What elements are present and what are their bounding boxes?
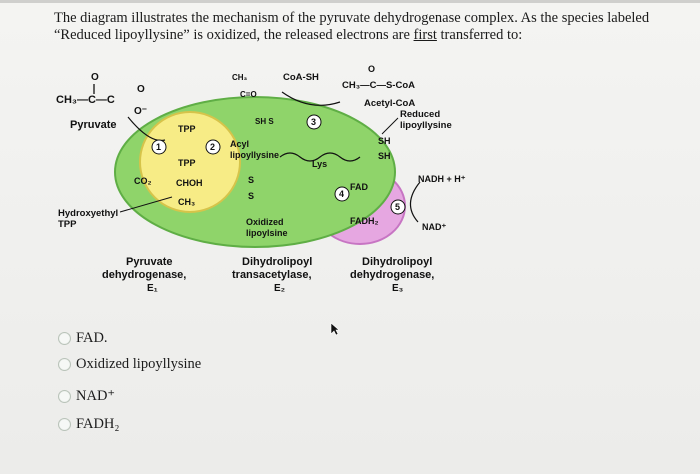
step3-label: 3 <box>311 117 316 127</box>
reduced-pointer <box>381 117 399 135</box>
pyruvate-o-right: O <box>137 84 145 95</box>
acyl-line2: lipoyllysine <box>230 150 279 160</box>
step4-circle <box>334 186 350 202</box>
oxidized-line2: lipoylsine <box>246 228 288 238</box>
co-top: C=O <box>240 90 257 99</box>
option-oxidized-lipoyllysine[interactable]: Oxidized lipoyllysine <box>58 356 201 373</box>
question-part2: transferred to: <box>436 27 523 43</box>
question-part1: The diagram illustrates the mechanism of… <box>54 10 650 43</box>
oxidized-line1: Oxidized <box>246 217 284 227</box>
radio-button[interactable] <box>58 418 71 431</box>
lipoyl-arm <box>279 152 361 162</box>
coa-arrow <box>281 91 341 106</box>
nad-arrow <box>409 181 421 223</box>
step4-label: 4 <box>339 189 344 199</box>
radio-button[interactable] <box>58 390 71 403</box>
option-label: NAD⁺ <box>76 388 116 404</box>
choh-label: CHOH <box>176 178 203 188</box>
lys-label: Lys <box>312 159 327 169</box>
fadh2-label: FADH₂ <box>350 216 379 226</box>
step1-circle <box>151 139 167 155</box>
tpp-bottom: TPP <box>178 158 196 168</box>
radio-button[interactable] <box>58 358 71 371</box>
e3-name-line1: Dihydrolipoyl <box>362 256 432 268</box>
e1-name-line2: dehydrogenase, <box>102 269 186 281</box>
pyruvate-o-minus: O⁻ <box>134 106 147 117</box>
acetyl-coa-label: Acetyl-CoA <box>364 98 415 109</box>
e1-ellipse <box>139 111 241 213</box>
coa-sh: CoA-SH <box>283 72 319 83</box>
step1-label: 1 <box>156 142 161 152</box>
nadh-label: NADH + H⁺ <box>418 174 466 184</box>
step5-label: 5 <box>395 202 400 212</box>
e2-name-line2: transacetylase, <box>232 269 312 281</box>
ch3-top: CH₃ <box>232 73 248 82</box>
sh1-label: SH <box>378 136 391 146</box>
option-label: FAD. <box>76 330 108 346</box>
option-label: FADH₂ <box>76 416 120 432</box>
s-top: S <box>248 175 254 185</box>
radio-button[interactable] <box>58 332 71 345</box>
fad-label: FAD <box>350 182 369 192</box>
sh2-label: SH <box>378 151 391 161</box>
reduced-line1: Reduced <box>400 109 440 120</box>
e2-name-line1: Dihydrolipoyl <box>242 256 312 268</box>
hydroxyethyl-line1: Hydroxyethyl <box>58 208 118 219</box>
step2-label: 2 <box>210 142 215 152</box>
acyl-line1: Acyl <box>230 139 249 149</box>
e3-name-line3: E₃ <box>392 283 404 294</box>
e1-name-line1: Pyruvate <box>126 256 172 268</box>
top-edge <box>0 0 700 3</box>
option-nad[interactable]: NAD⁺ <box>58 388 115 405</box>
step3-circle <box>306 114 322 130</box>
step5-circle <box>390 199 406 215</box>
pyruvate-o-top: O <box>91 72 99 83</box>
s-bottom: S <box>248 191 254 201</box>
ch3-lower-label: CH₃ <box>178 197 195 207</box>
pdc-diagram: CH₃—C—C O O O⁻ Pyruvate 1 TPP TPP CO₂ CH… <box>56 64 466 294</box>
tpp-top: TPP <box>178 124 196 134</box>
option-label: Oxidized lipoyllysine <box>76 356 202 372</box>
step2-circle <box>205 139 221 155</box>
pyruvate-formula: CH₃—C—C <box>56 94 115 106</box>
mouse-cursor-icon <box>330 322 340 336</box>
pyruvate-label: Pyruvate <box>70 119 116 131</box>
sh-s: SH S <box>255 117 274 126</box>
option-fad[interactable]: FAD. <box>58 330 108 347</box>
reduced-line2: lipoyllysine <box>400 120 452 131</box>
e3-name-line2: dehydrogenase, <box>350 269 434 281</box>
e1-name-line3: E₁ <box>147 283 158 294</box>
question-underlined: first <box>413 27 437 43</box>
acetyl-o: O <box>368 64 375 74</box>
option-fadh2[interactable]: FADH₂ <box>58 416 119 433</box>
co2-label: CO₂ <box>134 176 152 186</box>
e2-name-line3: E₂ <box>274 283 285 294</box>
acetyl-formula: CH₃—C—S-CoA <box>342 80 415 91</box>
question-text: The diagram illustrates the mechanism of… <box>54 10 654 44</box>
nad-label: NAD⁺ <box>422 222 446 232</box>
hydroxyethyl-pointer <box>119 196 173 213</box>
hydroxyethyl-line2: TPP <box>58 219 77 230</box>
